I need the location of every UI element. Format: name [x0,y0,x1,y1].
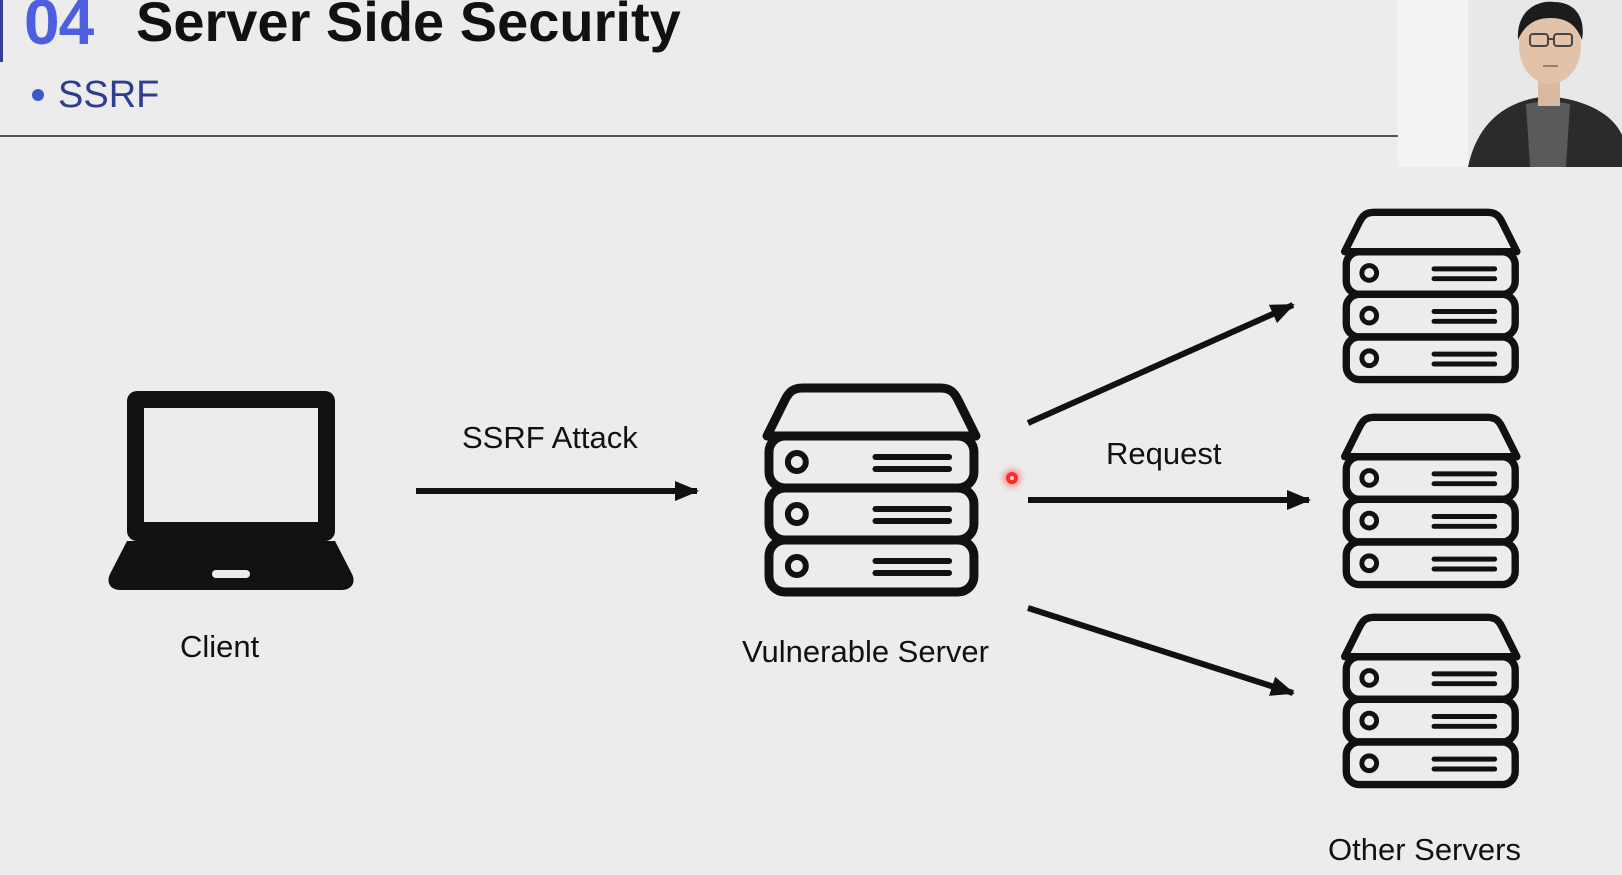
request-arrow-down [1027,605,1295,696]
other-server-icon [1345,617,1517,784]
client-label: Client [180,629,260,664]
section-number: 04 [24,0,94,58]
other-server-icon [1345,417,1517,584]
other-servers-label: Other Servers [1328,832,1521,867]
request-arrow-up [1026,302,1295,426]
other-server-icon [1345,212,1517,379]
presenter-webcam [1398,0,1622,167]
ssrf-attack-label: SSRF Attack [462,420,638,455]
request-label: Request [1106,436,1222,471]
vulnerable-server-label: Vulnerable Server [742,634,989,669]
laptop-icon [108,391,354,590]
bullet-dot-icon [32,89,44,101]
header-divider [0,135,1398,137]
vulnerable-server-icon [767,388,976,592]
slide-title: Server Side Security [136,0,681,53]
laser-pointer-dot [1006,472,1018,484]
section-accent-bar [0,0,3,62]
bullet-item: SSRF [32,76,159,114]
presenter-figure-icon [1398,0,1622,167]
bullet-label: SSRF [58,74,160,116]
